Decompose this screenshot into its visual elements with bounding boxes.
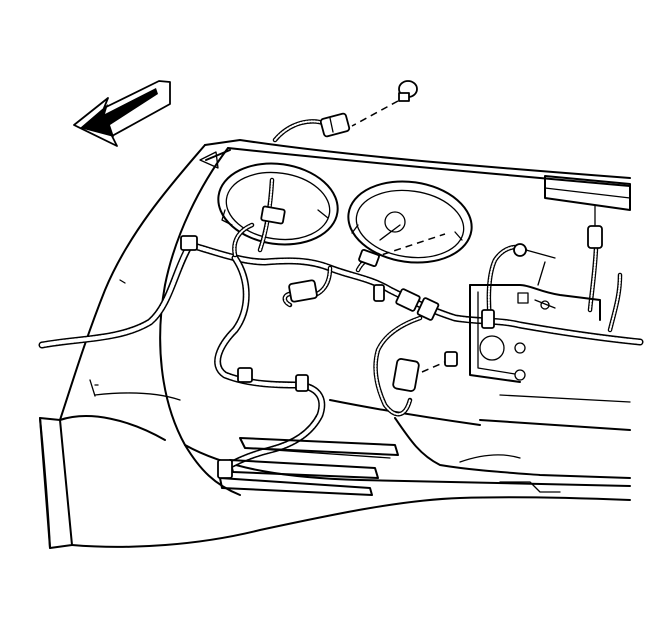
harness-clips xyxy=(180,204,603,392)
bulb-icon xyxy=(351,80,418,127)
fog-lamp-openings xyxy=(217,162,473,264)
fascia-outline xyxy=(39,139,631,549)
mounting-bracket xyxy=(469,284,601,383)
forward-direction-arrow-icon xyxy=(73,80,171,147)
lower-grille xyxy=(217,437,399,496)
headlamp-connector xyxy=(272,112,351,143)
